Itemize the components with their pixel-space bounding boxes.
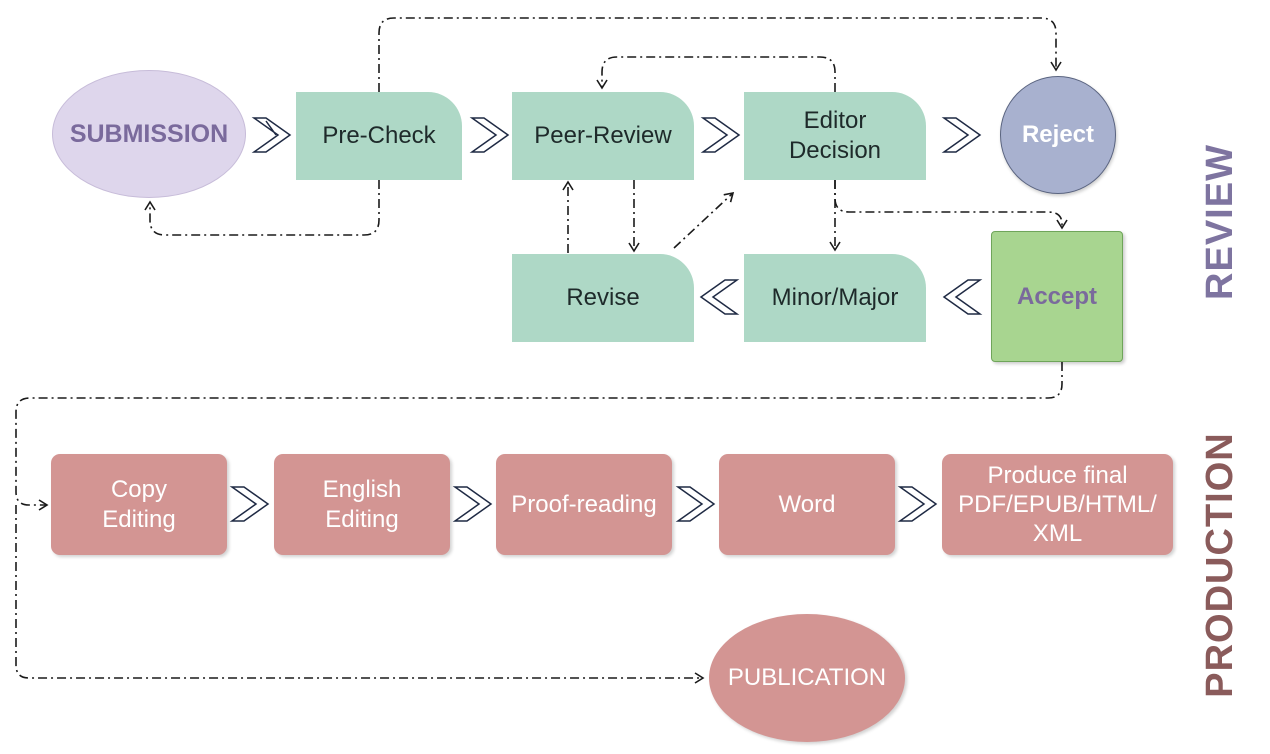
proof-reading-node: Proof-reading [496, 454, 672, 555]
chevron-right-icon [941, 117, 982, 153]
chevron-right-icon [469, 117, 510, 153]
reject-node: Reject [1000, 76, 1116, 194]
produce-final-node: Produce final PDF/EPUB/HTML/ XML [942, 454, 1173, 555]
connector-to-publication [15, 505, 705, 684]
connector-accept-to-production [15, 362, 1063, 511]
chevron-right-icon [897, 486, 938, 522]
revise-node: Revise [512, 254, 694, 342]
connector-precheck-to-submission [144, 180, 380, 236]
connector-precheck-to-reject [378, 17, 1062, 92]
chevron-right-icon [700, 117, 741, 153]
word-node: Word [719, 454, 895, 555]
chevron-right-icon [229, 486, 270, 522]
peer-review-node: Peer-Review [512, 92, 694, 180]
review-section-label: REVIEW [1199, 144, 1241, 300]
chevron-right-icon [452, 486, 493, 522]
editor-decision-node: Editor Decision [744, 92, 926, 180]
production-section-label: PRODUCTION [1199, 432, 1241, 698]
english-editing-node: English Editing [274, 454, 450, 555]
pre-check-node: Pre-Check [296, 92, 462, 180]
chevron-left-icon [942, 279, 983, 315]
chevron-left-icon [699, 279, 740, 315]
copy-editing-node: Copy Editing [51, 454, 227, 555]
connector-editor-to-accept [834, 180, 1068, 230]
submission-node: SUBMISSION [52, 70, 246, 198]
accept-node: Accept [991, 231, 1123, 362]
chevron-right-icon [675, 486, 716, 522]
chevron-right-icon [251, 117, 292, 153]
connector-revise-to-editor [673, 191, 735, 249]
minor-major-node: Minor/Major [744, 254, 926, 342]
connector-editor-to-peer-review [596, 56, 836, 92]
publication-node: PUBLICATION [709, 614, 905, 742]
